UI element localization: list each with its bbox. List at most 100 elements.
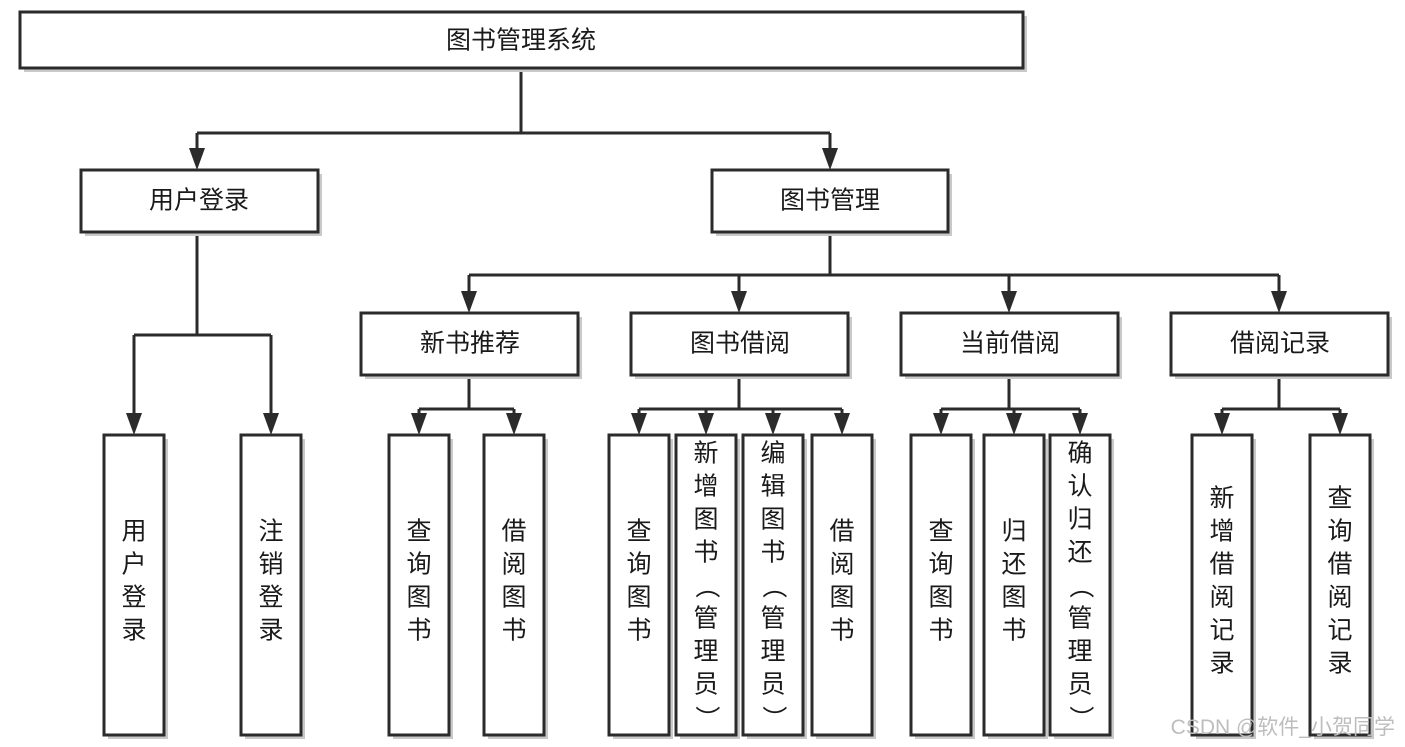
glyph: ） bbox=[693, 705, 721, 730]
glyph: 增 bbox=[1209, 518, 1234, 546]
glyph: 录 bbox=[1327, 650, 1352, 678]
glyph: 书 bbox=[693, 539, 718, 567]
glyph: 图 bbox=[1001, 584, 1026, 612]
glyph: 书 bbox=[928, 617, 953, 645]
edge-layer bbox=[126, 68, 1348, 435]
node-new-book-rec[interactable]: 新书推荐 bbox=[359, 311, 582, 379]
node-book-manage[interactable]: 图书管理 bbox=[710, 168, 952, 236]
glyph: 记 bbox=[1209, 617, 1234, 645]
glyph: 理 bbox=[693, 638, 718, 666]
glyph: 图 bbox=[928, 584, 953, 612]
glyph: 辑 bbox=[760, 473, 785, 501]
glyph: 书 bbox=[626, 617, 651, 645]
glyph: 管 bbox=[693, 605, 718, 633]
glyph: 理 bbox=[760, 638, 785, 666]
glyph: 归 bbox=[1001, 518, 1026, 546]
node-current-borrow[interactable]: 当前借阅 bbox=[899, 311, 1122, 379]
glyph: 书 bbox=[406, 617, 431, 645]
glyph: 查 bbox=[928, 518, 953, 546]
glyph: 增 bbox=[693, 473, 718, 501]
glyph: （ bbox=[1067, 573, 1095, 598]
glyph: 员 bbox=[1067, 671, 1092, 699]
glyph: 询 bbox=[928, 551, 953, 579]
leaf-user-login-label: 用户登录 bbox=[121, 518, 146, 645]
glyph: 录 bbox=[1209, 650, 1234, 678]
glyph: 阅 bbox=[1209, 584, 1234, 612]
node-borrow-record-label: 借阅记录 bbox=[1230, 330, 1330, 358]
glyph: 图 bbox=[626, 584, 651, 612]
glyph: 注 bbox=[258, 518, 283, 546]
glyph: 借 bbox=[1209, 551, 1234, 579]
csdn-watermark: CSDN @软件_小贺同学 bbox=[1170, 716, 1395, 739]
leaf-borrow-book-2[interactable] bbox=[810, 433, 876, 739]
glyph: 登 bbox=[121, 584, 146, 612]
leaf-user-login[interactable] bbox=[102, 433, 168, 739]
glyph: 确 bbox=[1067, 440, 1092, 468]
node-borrow-record[interactable]: 借阅记录 bbox=[1169, 311, 1392, 379]
leaf-query-book-3[interactable] bbox=[909, 433, 975, 739]
leaf-borrow-book-1[interactable] bbox=[482, 433, 548, 739]
glyph: 归 bbox=[1067, 506, 1092, 534]
glyph: 新 bbox=[693, 440, 718, 468]
glyph: （ bbox=[760, 573, 788, 598]
leaf-user-logout[interactable] bbox=[239, 433, 305, 739]
glyph: 查 bbox=[1327, 485, 1352, 513]
leaf-query-book-1[interactable] bbox=[387, 433, 453, 739]
glyph: 管 bbox=[1067, 605, 1092, 633]
node-user-login[interactable]: 用户登录 bbox=[79, 168, 322, 236]
glyph: 户 bbox=[121, 551, 146, 579]
glyph: 录 bbox=[121, 617, 146, 645]
glyph: 录 bbox=[258, 617, 283, 645]
glyph: 记 bbox=[1327, 617, 1352, 645]
glyph: 还 bbox=[1001, 551, 1026, 579]
glyph: 询 bbox=[626, 551, 651, 579]
node-book-manage-label: 图书管理 bbox=[780, 187, 880, 215]
leaf-add-record[interactable] bbox=[1190, 433, 1256, 739]
glyph: 借 bbox=[829, 518, 854, 546]
leaf-label-layer: 用户登录注销登录查询图书借阅图书查询图书新增图书（管理员）编辑图书（管理员）借阅… bbox=[121, 440, 1352, 731]
leaf-add-book[interactable] bbox=[674, 433, 740, 739]
node-root-label: 图书管理系统 bbox=[446, 27, 596, 55]
glyph: 书 bbox=[829, 617, 854, 645]
glyph: 书 bbox=[760, 539, 785, 567]
glyph: ） bbox=[1067, 705, 1095, 730]
glyph: 借 bbox=[1327, 551, 1352, 579]
node-new-book-rec-label: 新书推荐 bbox=[420, 330, 520, 358]
glyph: （ bbox=[693, 573, 721, 598]
glyph: 阅 bbox=[1327, 584, 1352, 612]
glyph: 销 bbox=[258, 551, 283, 579]
node-book-borrow[interactable]: 图书借阅 bbox=[629, 311, 852, 379]
node-user-login-label: 用户登录 bbox=[149, 187, 249, 215]
glyph: 员 bbox=[760, 671, 785, 699]
node-root[interactable]: 图书管理系统 bbox=[18, 10, 1027, 72]
glyph: 借 bbox=[501, 518, 526, 546]
leaf-return-book[interactable] bbox=[982, 433, 1048, 739]
leaf-query-book-2[interactable] bbox=[607, 433, 673, 739]
glyph: 图 bbox=[501, 584, 526, 612]
leaf-edit-book[interactable] bbox=[741, 433, 807, 739]
node-current-borrow-label: 当前借阅 bbox=[960, 330, 1060, 358]
glyph: 员 bbox=[693, 671, 718, 699]
glyph: 图 bbox=[760, 506, 785, 534]
glyph: 阅 bbox=[501, 551, 526, 579]
glyph: 理 bbox=[1067, 638, 1092, 666]
leaf-query-record[interactable] bbox=[1308, 433, 1374, 739]
glyph: 还 bbox=[1067, 539, 1092, 567]
glyph: 图 bbox=[829, 584, 854, 612]
glyph: 图 bbox=[693, 506, 718, 534]
leaf-confirm-return[interactable] bbox=[1048, 433, 1114, 739]
node-layer: 图书管理系统 用户登录 图书管理 新书推荐 bbox=[18, 10, 1392, 739]
node-book-borrow-label: 图书借阅 bbox=[690, 330, 790, 358]
glyph: 查 bbox=[626, 518, 651, 546]
glyph: 新 bbox=[1209, 485, 1234, 513]
